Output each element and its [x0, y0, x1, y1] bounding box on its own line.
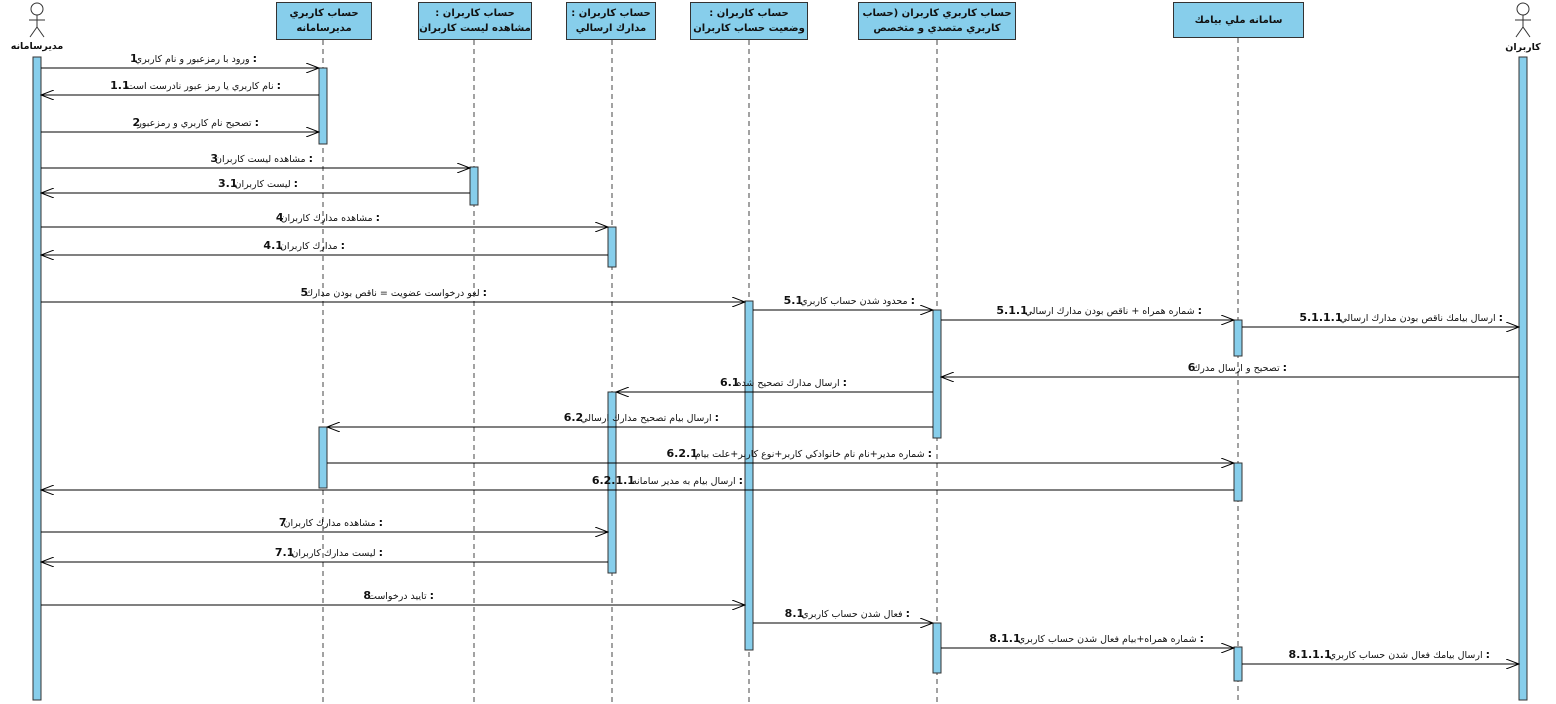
header-line: حساب كاربري كاربران (حساب: [862, 8, 1012, 19]
activation-specialist: [932, 622, 942, 674]
message-label: مشاهده مدارك كاربران7:: [279, 516, 383, 529]
activation-admin-account: [318, 426, 328, 489]
actor-label-admin: مديرسامانه: [10, 41, 64, 52]
message-text: فعال شدن حساب كاربري: [801, 609, 902, 620]
message-text: مشاهده مدارك كاربران: [283, 518, 375, 529]
message-text: ليست كاربران: [235, 179, 291, 190]
header-line: حساب كاربري: [289, 8, 359, 19]
activation-status: [744, 300, 754, 651]
message-label: ارسال بيامك ناقص بودن مدارك ارسالي5.1.1.…: [1299, 311, 1503, 324]
activation-user-list: [469, 166, 479, 206]
message-label: تاييد درخواست8:: [363, 589, 434, 602]
message-text: نام كاربري يا رمز عبور نادرست است: [127, 81, 274, 92]
message-label: تصحيح نام كاربري و رمزعبور2:: [133, 116, 259, 129]
message-text: تاييد درخواست: [368, 591, 427, 602]
activation-docs: [607, 226, 617, 268]
message-label: نام كاربري يا رمز عبور نادرست است1.1:: [110, 79, 281, 92]
message-text: مشاهده ليست كاربران: [215, 154, 306, 165]
message-label: فعال شدن حساب كاربري8.1:: [785, 607, 910, 620]
message-label: ارسال بيام به مدير سامانه6.2.1.1:: [592, 474, 743, 487]
message-text: تصحيح نام كاربري و رمزعبور: [136, 118, 252, 129]
message-text: تصحيح و ارسال مدرك: [1192, 363, 1279, 374]
message-label: ورود با رمزعبور و نام كاربري1:: [130, 52, 257, 65]
message-label: محدود شدن حساب كاربري5.1:: [784, 294, 915, 307]
header-line: كاربري متصدي و متخصص: [873, 23, 1001, 34]
message-label: شماره همراه + ناقص بودن مدارك ارسالي5.1.…: [996, 304, 1202, 317]
message-label: شماره همراه+بيام فعال شدن حساب كاربري8.1…: [989, 632, 1204, 645]
message-text: ارسال بيامك فعال شدن حساب كاربري: [1329, 650, 1483, 661]
message-text: لغو درخواست عضويت = ناقص بودن مدارك: [305, 288, 479, 299]
header-line: وضعيت حساب كاربران: [693, 23, 805, 34]
message-text: شماره مدير+نام نام خانوادكي كاربر+نوع كا…: [695, 449, 925, 460]
message-label: ارسال مدارك تصحيح شده6.1:: [720, 376, 847, 389]
header-line: حساب كاربران :: [709, 8, 789, 19]
message-text: مشاهده مدارك كاربران: [280, 213, 372, 224]
lifeline-header-status: حساب كاربران : وضعيت حساب كاربران: [690, 2, 808, 40]
message-text: مدارك كاربران: [280, 241, 338, 252]
message-label: لغو درخواست عضويت = ناقص بودن مدارك5:: [301, 286, 487, 299]
lifeline-header-specialist: حساب كاربري كاربران (حساب كاربري متصدي و…: [858, 2, 1016, 40]
header-line: حساب كاربران :: [435, 8, 515, 19]
message-label: مدارك كاربران4.1:: [263, 239, 345, 252]
header-line: مدارك ارسالي: [575, 23, 647, 34]
lifeline-header-admin-account: حساب كاربري مديرسامانه: [276, 2, 372, 40]
message-label: ليست كاربران3.1:: [218, 177, 298, 190]
activation-sms: [1233, 319, 1243, 357]
message-label: ليست مدارك كاربران7.1:: [275, 546, 383, 559]
message-label: تصحيح و ارسال مدرك6:: [1188, 361, 1287, 374]
actor-label-users: كاربران: [1505, 42, 1541, 53]
message-text: محدود شدن حساب كاربري: [800, 296, 908, 307]
message-text: ارسال مدارك تصحيح شده: [736, 378, 839, 389]
lifeline-header-docs: حساب كاربران : مدارك ارسالي: [566, 2, 656, 40]
header-line: مديرسامانه: [296, 23, 352, 34]
header-line: حساب كاربران :: [571, 8, 651, 19]
message-text: شماره همراه + ناقص بودن مدارك ارسالي: [1025, 306, 1195, 317]
activation-sms: [1233, 646, 1243, 682]
lifeline-header-sms: سامانه ملي بيامك: [1173, 2, 1304, 38]
message-text: ورود با رمزعبور و نام كاربري: [135, 54, 250, 65]
message-text: شماره همراه+بيام فعال شدن حساب كاربري: [1018, 634, 1197, 645]
message-text: ليست مدارك كاربران: [291, 548, 375, 559]
actor-icon-admin: [29, 2, 45, 38]
header-line: مشاهده ليست كاربران: [419, 23, 531, 34]
message-label: مشاهده ليست كاربران3:: [210, 152, 313, 165]
activation-admin-account: [318, 67, 328, 145]
message-label: مشاهده مدارك كاربران4:: [276, 211, 380, 224]
message-text: ارسال بيام به مدير سامانه: [632, 476, 736, 487]
activation-docs: [607, 391, 617, 574]
activation-sms: [1233, 462, 1243, 502]
header-line: سامانه ملي بيامك: [1194, 14, 1283, 26]
message-label: شماره مدير+نام نام خانوادكي كاربر+نوع كا…: [666, 447, 932, 460]
message-label: ارسال بيام تصحيح مدارك ارسالي6.2:: [564, 411, 719, 424]
activation-users: [1518, 56, 1528, 701]
message-text: ارسال بيام تصحيح مدارك ارسالي: [580, 413, 711, 424]
activation-admin: [32, 56, 42, 701]
lifeline-header-user-list: حساب كاربران : مشاهده ليست كاربران: [418, 2, 532, 40]
message-label: ارسال بيامك فعال شدن حساب كاربري8.1.1.1:: [1288, 648, 1490, 661]
activation-specialist: [932, 309, 942, 439]
message-text: ارسال بيامك ناقص بودن مدارك ارسالي: [1340, 313, 1496, 324]
actor-icon-users: [1515, 2, 1531, 38]
